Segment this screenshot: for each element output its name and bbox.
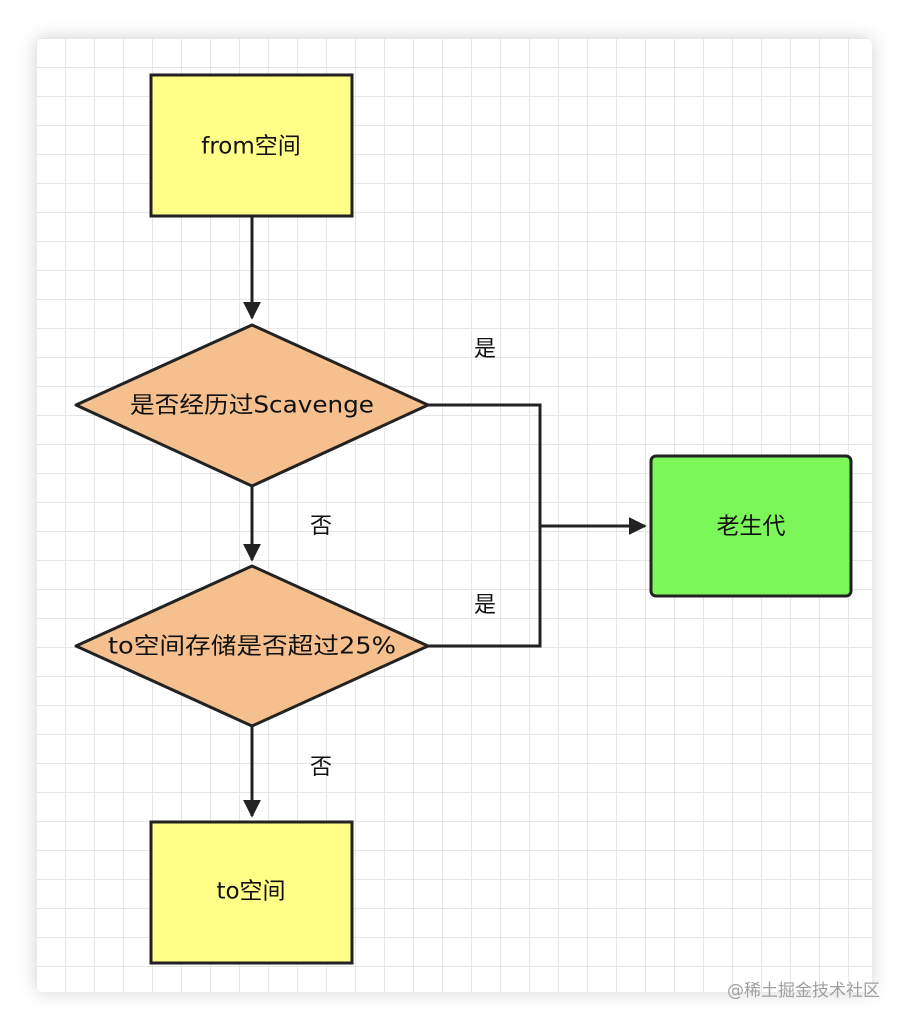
usage-yes-label: 是 (474, 593, 496, 618)
usage-decision-diamond (74, 564, 430, 728)
scavenge-decision-label: 是否经历过Scavenge (130, 393, 374, 419)
to-space-box (149, 820, 354, 965)
from-space-box (149, 73, 354, 218)
scavenge-decision-diamond (74, 323, 430, 488)
watermark: @稀土掘金技术社区 (727, 981, 880, 1001)
old-generation-label: 老生代 (717, 514, 786, 540)
scavenge-yes-label: 是 (474, 337, 496, 362)
edge-scavenge-yes (428, 403, 542, 526)
edge-usage-yes (428, 526, 542, 648)
scavenge-no-label: 否 (310, 514, 332, 539)
usage-decision-label: to空间存储是否超过25% (108, 634, 396, 660)
to-space-label: to空间 (216, 879, 285, 905)
usage-no-label: 否 (310, 755, 332, 780)
from-space-label: from空间 (201, 134, 301, 160)
old-generation-box (649, 454, 853, 598)
